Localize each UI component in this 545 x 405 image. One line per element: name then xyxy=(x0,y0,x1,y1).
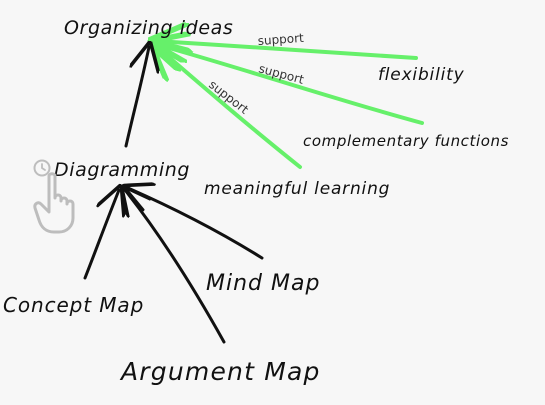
edge-mind-map-to-diagramming[interactable] xyxy=(128,188,264,260)
edge-diagramming-to-organizing[interactable] xyxy=(124,47,149,148)
node-flexibility[interactable]: flexibility xyxy=(378,65,465,85)
edge-concept-map-to-diagramming[interactable] xyxy=(83,190,119,280)
node-mind-map[interactable]: Mind Map xyxy=(206,271,321,296)
edge-meaningful-to-organizing[interactable] xyxy=(156,46,302,169)
node-concept-map[interactable]: Concept Map xyxy=(3,293,145,317)
edge-argument-map-to-diagramming[interactable] xyxy=(125,190,226,344)
hand-pointer-icon xyxy=(33,159,75,234)
node-diagramming[interactable]: Diagramming xyxy=(54,159,191,181)
edge-label-support-1: support xyxy=(257,31,304,48)
node-organizing-ideas[interactable]: Organizing ideas xyxy=(64,17,234,39)
node-argument-map[interactable]: Argument Map xyxy=(121,357,321,386)
node-meaningful-learning[interactable]: meaningful learning xyxy=(204,179,391,199)
node-complementary-functions[interactable]: complementary functions xyxy=(303,132,510,150)
